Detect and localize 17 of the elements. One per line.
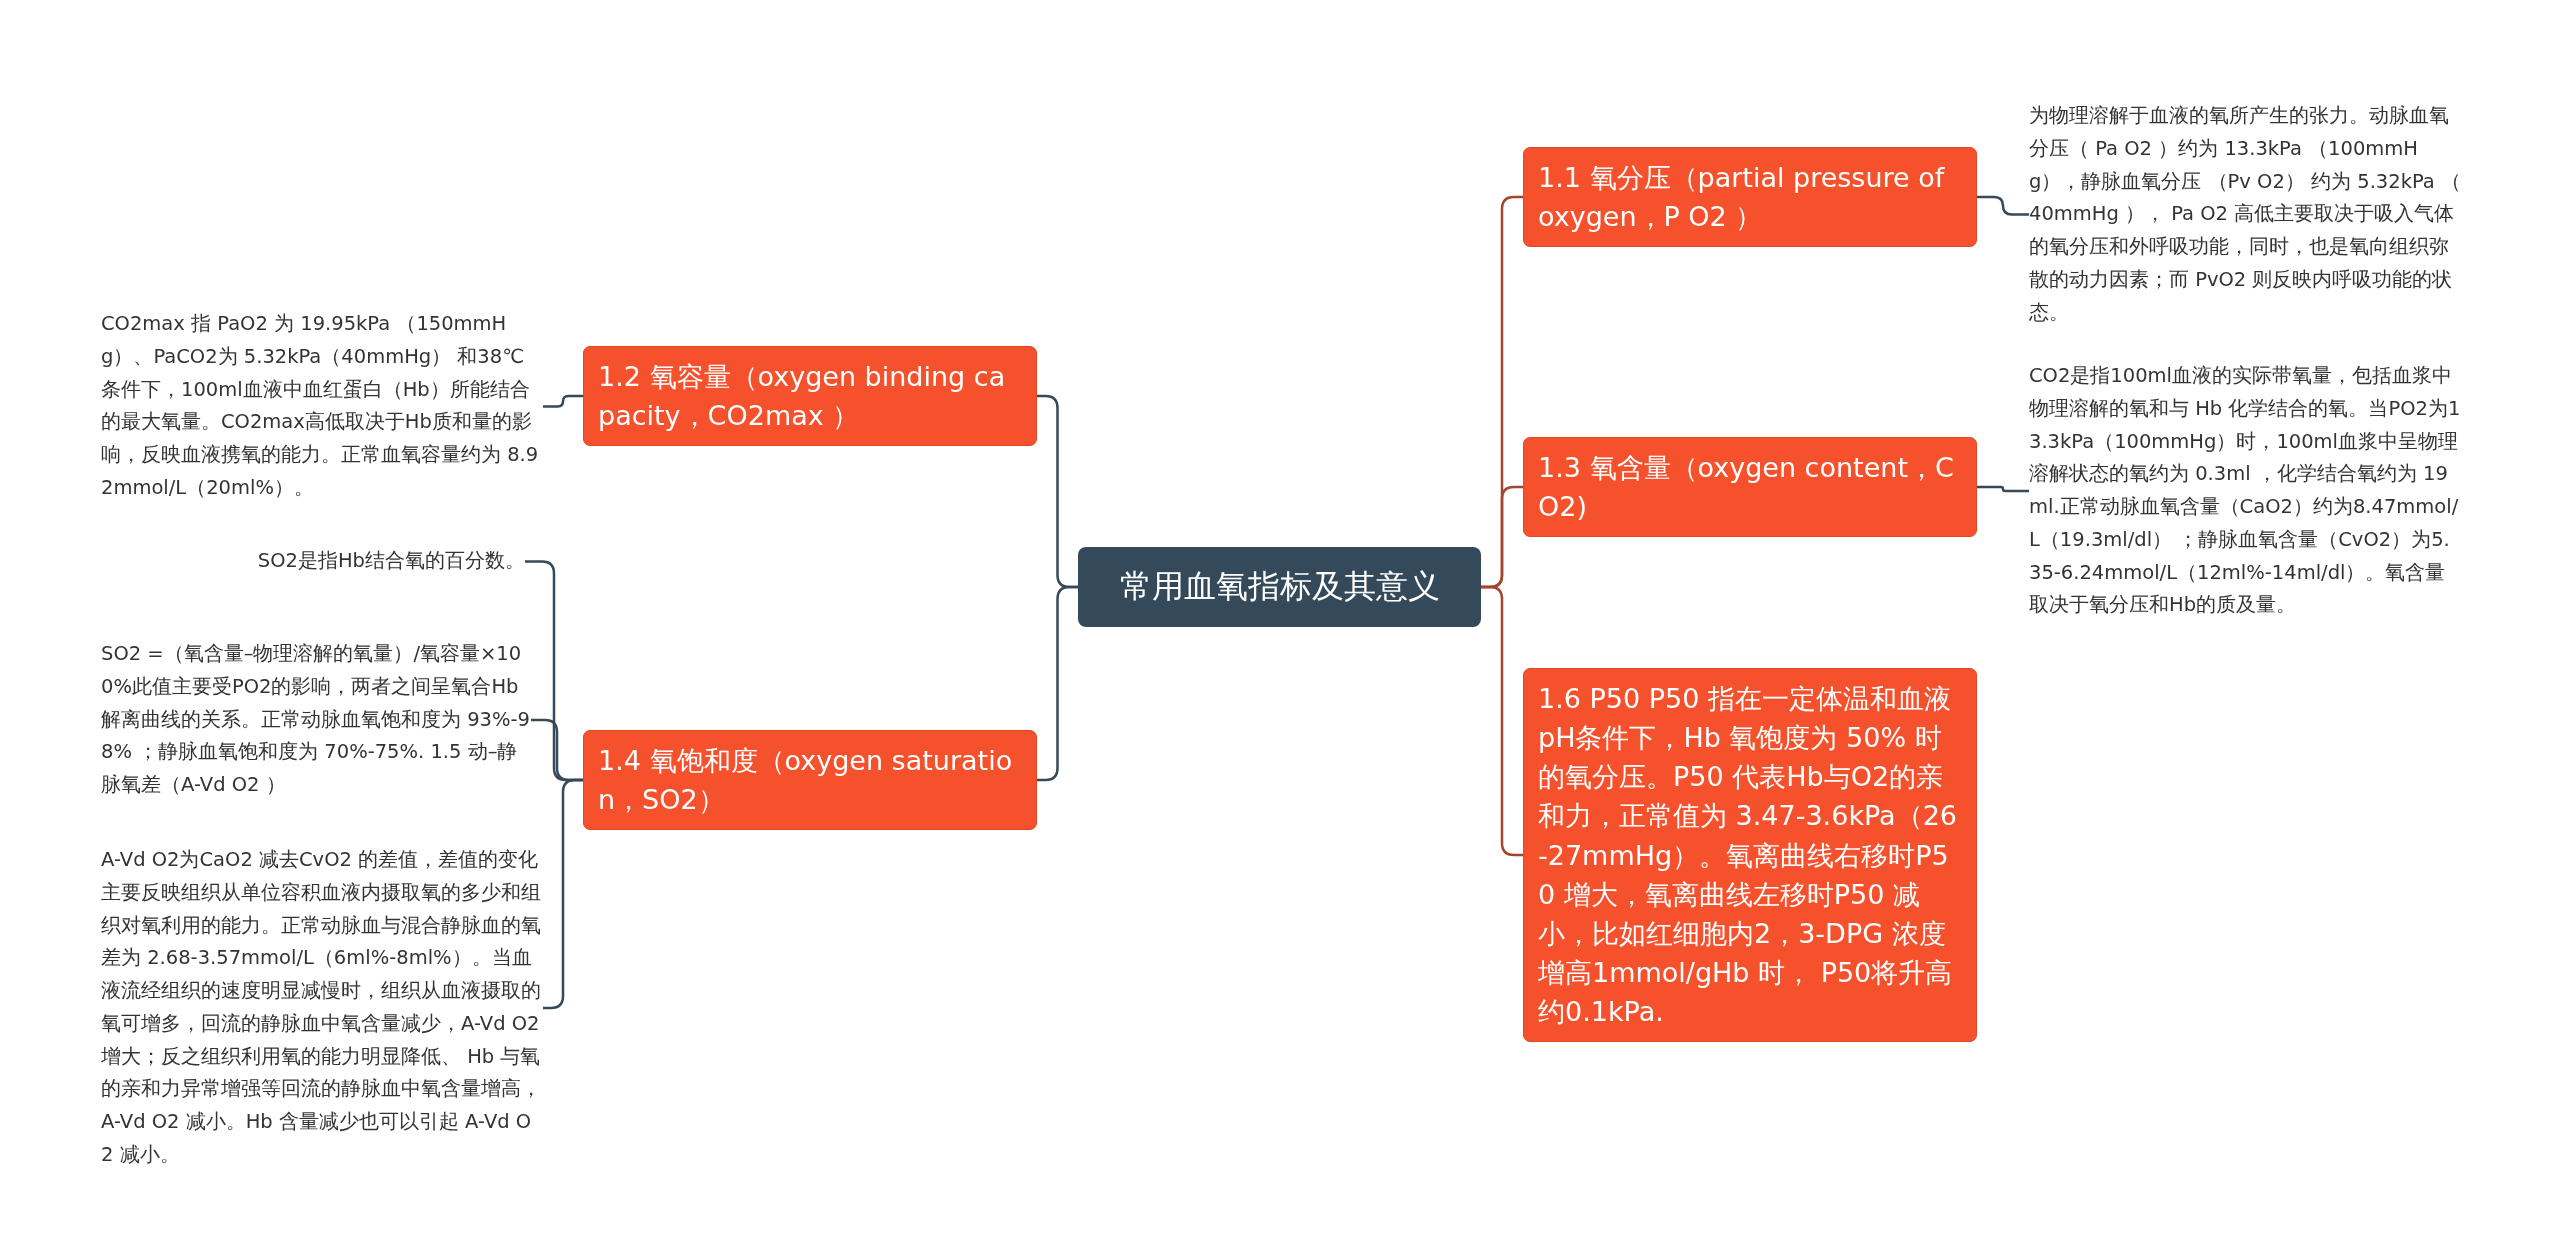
central-topic-box: 常用血氧指标及其意义	[1078, 547, 1481, 627]
connector	[1037, 585, 1078, 782]
note-text: A-Vd O2为CaO2 减去CvO2 的差值，差值的变化主要反映组织从单位容积血液内摄取氧的多少和组织对氧利用的能力。正常动脉血与混合静脉血的氧差为 2.68-3.57mmol/L（6ml%-8ml%）。当血液流经组织的速度明显减慢时，组织从血液摄取的氧可增多，回流的静脉血中氧含量减少，A-Vd O2 增大；反之组织利用氧的能力明显降低、 Hb 与氧的亲和力异常增强等回流的静脉血中氧含量增高，A-Vd O2 减小。Hb 含量减少也可以引起 A-Vd O2 减小。	[101, 844, 543, 1172]
topic-box: 1.1 氧分压（partial pressure of oxygen，P O2 ）	[1523, 147, 1977, 248]
note-text: CO2是指100ml血液的实际带氧量，包括血浆中物理溶解的氧和与 Hb 化学结合的氧。当PO2为13.3kPa（100mmHg）时，100ml血浆中呈物理溶解状态的氧约为 0.3ml ，化学结合氧约为 19ml.正常动脉血氧含量（CaO2）约为8.47mmol/L（19.3ml/dl） ；静脉血氧含量（CvO2）为5.35-6.24mmol/L（12ml%-14ml/dl）。氧含量取决于氧分压和Hb的质及量。	[2029, 360, 2461, 622]
note-text: CO2max 指 PaO2 为 19.95kPa （150mmHg）、PaCO2为 5.32kPa（40mmHg） 和38℃ 条件下，100ml血液中血红蛋白（Hb）所能结合的最大氧量。CO2max高低取决于Hb质和量的影响，反映血液携氧的能力。正常血氧容量约为 8.92mmol/L（20ml%）。	[101, 308, 543, 505]
topic-box: 1.4 氧饱和度（oxygen saturation，SO2）	[583, 730, 1037, 831]
note-text: 为物理溶解于血液的氧所产生的张力。动脉血氧分压（ Pa O2 ）约为 13.3kPa （100mmHg），静脉血氧分压 （Pv O2） 约为 5.32kPa （ 40mmHg ）， Pa O2 高低主要取决于吸入气体的氧分压和外呼吸功能，同时，也是氧向组织弥散的动力因素；而 PvO2 则反映内呼吸功能的状态。	[2029, 100, 2461, 330]
connector	[1481, 585, 1523, 857]
topic-box: 1.3 氧含量（oxygen content，CO2)	[1523, 437, 1977, 538]
topic-box: 1.6 P50 P50 指在一定体温和血液pH条件下，Hb 氧饱度为 50% 时的氧分压。P50 代表Hb与O2的亲和力，正常值为 3.47-3.6kPa（26-27mmHg）。氧离曲线右移时P50 增大，氧离曲线左移时P50 减小，比如红细胞内2，3-DPG 浓度增高1mmol/gHb 时， P50将升高约0.1kPa.	[1523, 668, 1977, 1043]
note-text: SO2是指Hb结合氧的百分数。	[245, 545, 525, 578]
connector	[1977, 195, 2029, 216]
connector	[543, 394, 583, 408]
topic-box: 1.2 氧容量（oxygen binding capacity，CO2max ）	[583, 346, 1037, 447]
note-text: SO2 =（氧含量–物理溶解的氧量）/氧容量×100%此值主要受PO2的影响，两者之间呈氧合Hb解离曲线的关系。正常动脉血氧饱和度为 93%-98% ；静脉血氧饱和度为 70%-75%. 1.5 动–静脉氧差（A-Vd O2 ）	[101, 638, 531, 802]
connector	[1977, 485, 2029, 493]
